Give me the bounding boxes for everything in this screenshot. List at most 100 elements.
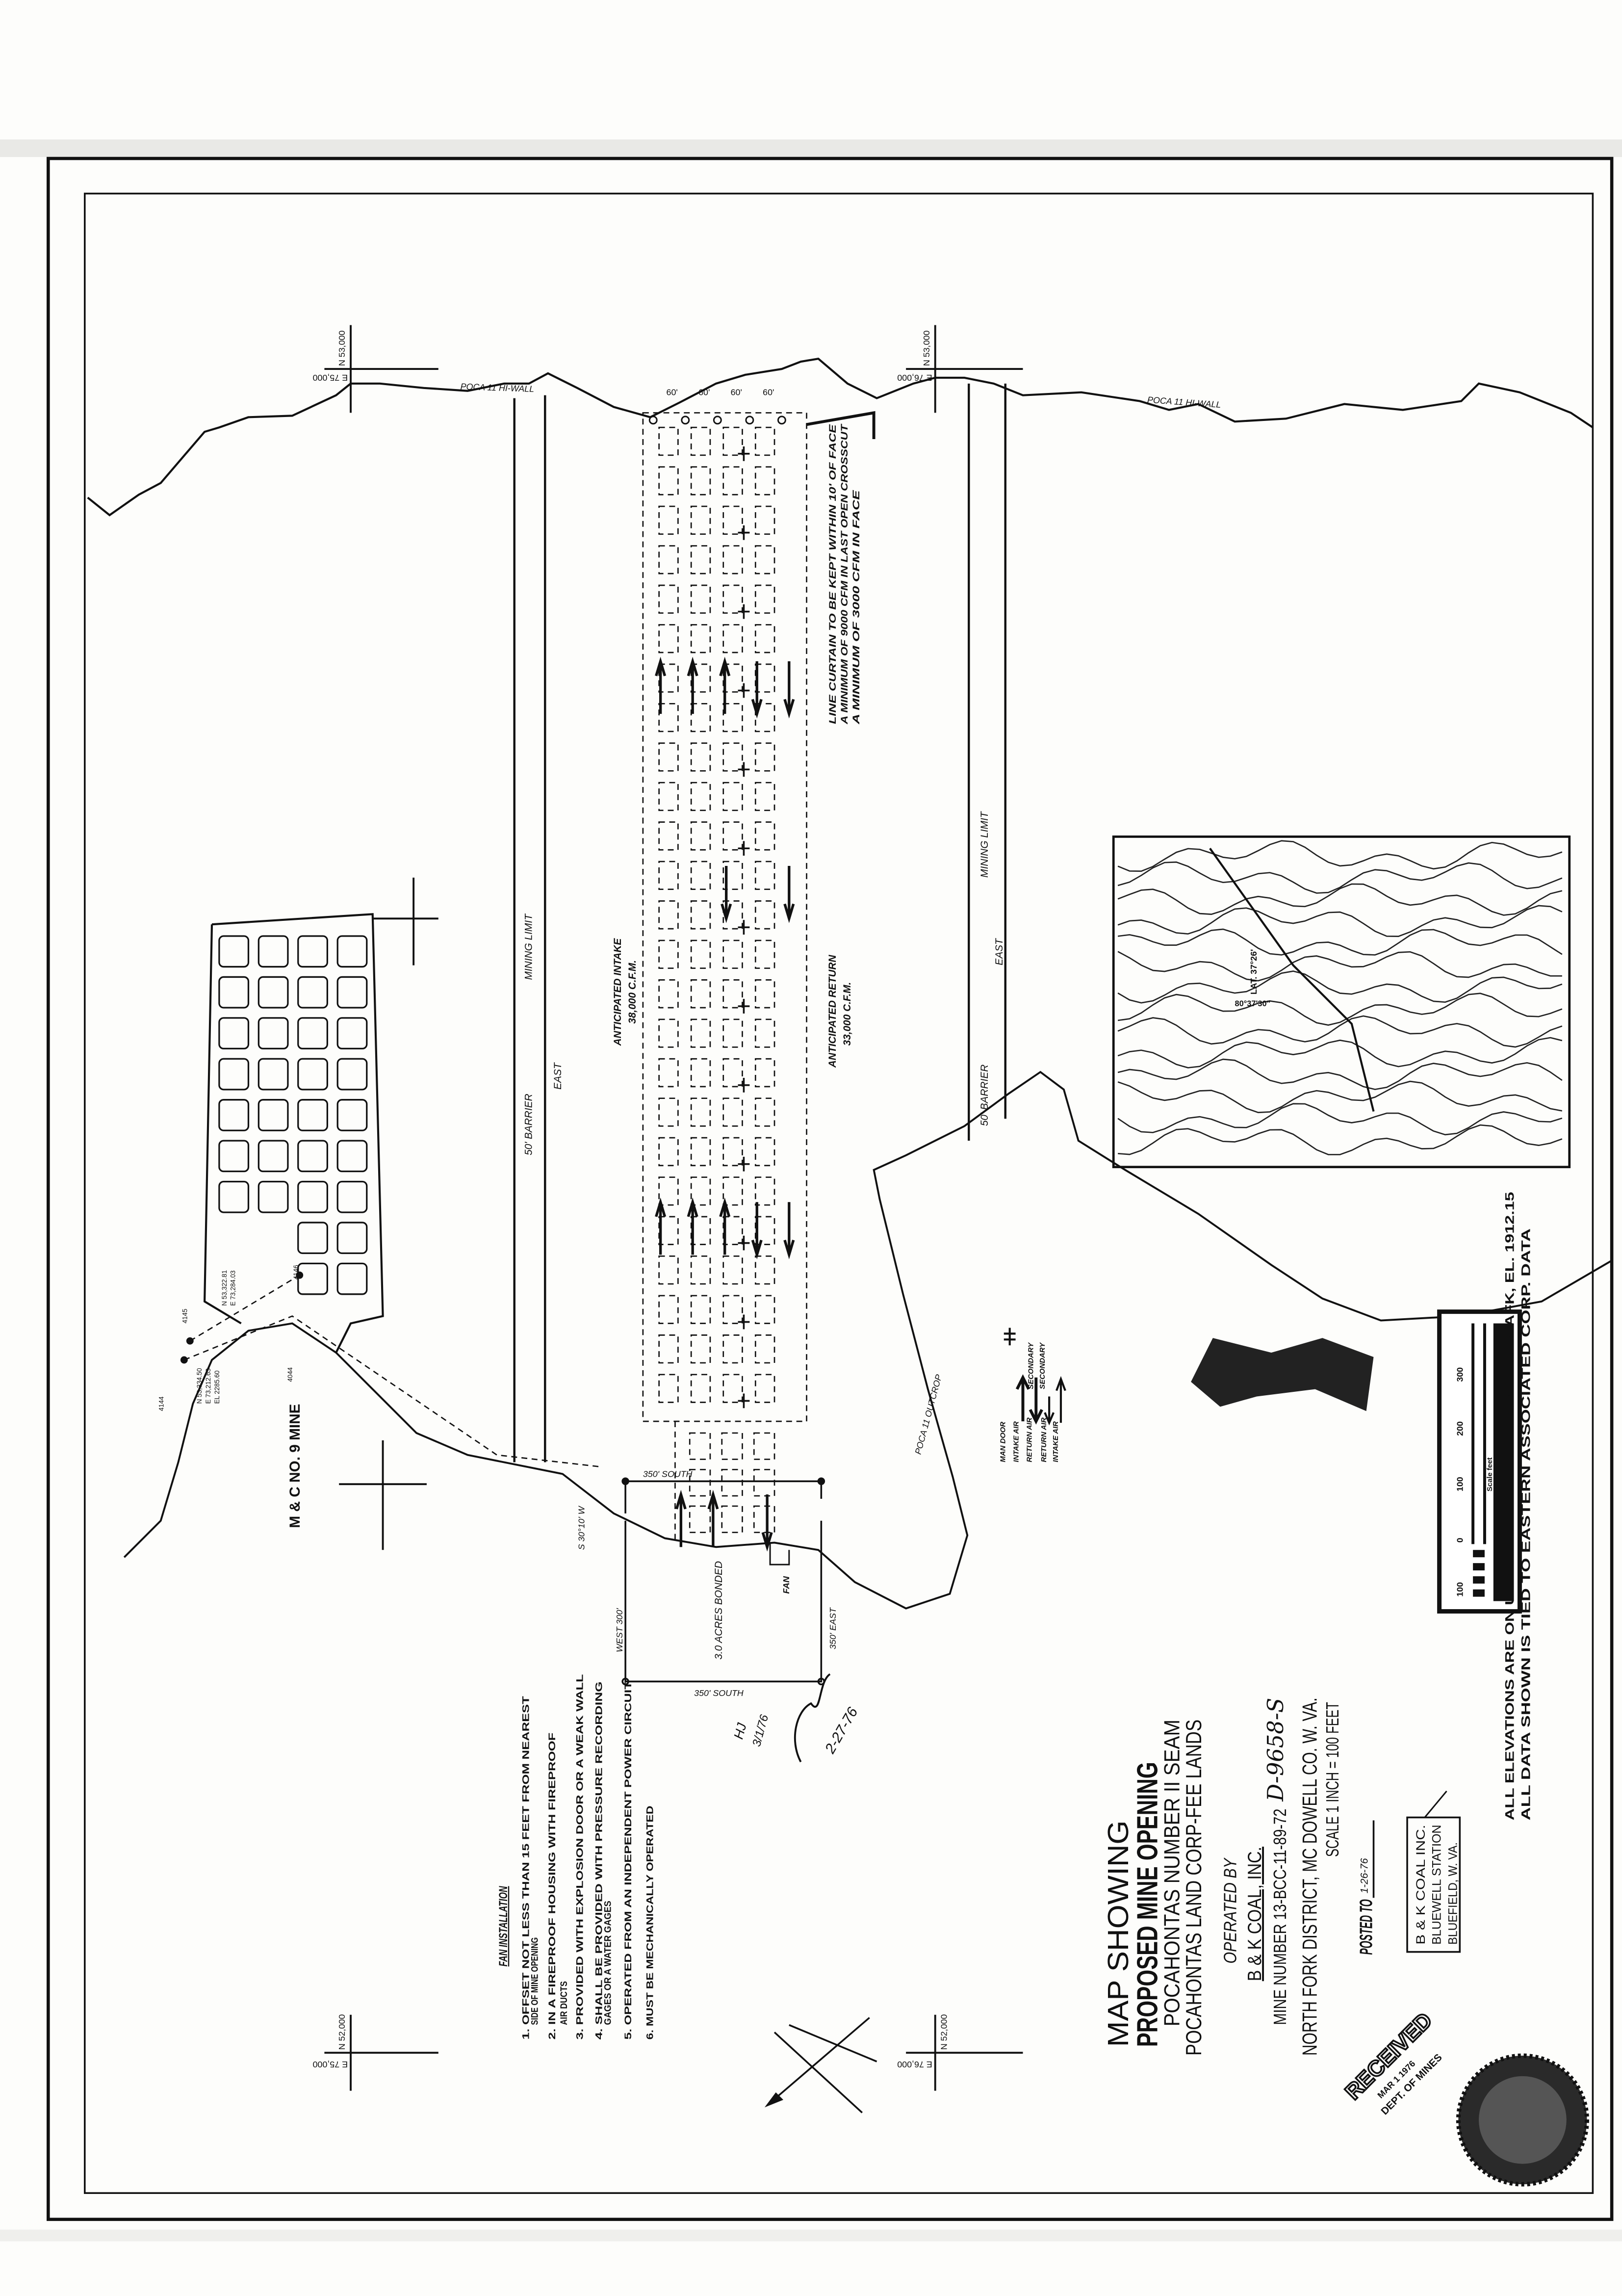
old-pillar bbox=[336, 935, 368, 968]
pillar bbox=[754, 782, 775, 811]
outer-border bbox=[47, 157, 1614, 2221]
pillar bbox=[658, 466, 679, 496]
svg-text:INTAKE AIR: INTAKE AIR bbox=[1052, 1421, 1060, 1462]
pillar bbox=[754, 1295, 775, 1324]
operated-by-label: OPERATED BY bbox=[1220, 1857, 1240, 1963]
airflow-arrow-icon bbox=[719, 1197, 731, 1255]
contour-line bbox=[1117, 1058, 1563, 1090]
scale-check bbox=[1473, 1576, 1485, 1584]
pillar bbox=[754, 1018, 775, 1048]
svg-text:100: 100 bbox=[1455, 1477, 1465, 1491]
scale-check bbox=[1473, 1563, 1485, 1571]
stopping-icon bbox=[738, 762, 750, 777]
svg-text:EL 2285.60: EL 2285.60 bbox=[213, 1370, 221, 1404]
pillar bbox=[722, 939, 743, 969]
signature-scribble bbox=[794, 1673, 831, 1763]
pillar bbox=[754, 1334, 775, 1364]
file-number: D-9658-S bbox=[1263, 1698, 1288, 1802]
proposed-mine-workings bbox=[642, 412, 807, 1552]
old-pillar bbox=[218, 1058, 250, 1091]
fan-note-line: GAGES OR A WATER GAGES bbox=[602, 1901, 613, 2025]
return-label: ANTICIPATED RETURN bbox=[827, 955, 838, 1069]
old-pillar bbox=[257, 976, 289, 1009]
old-pillar bbox=[297, 976, 328, 1009]
pillar bbox=[689, 1505, 711, 1533]
outcrop-label: POCA 11 OUTCROP bbox=[913, 1373, 944, 1455]
airflow-arrow-icon bbox=[721, 865, 732, 923]
old-pillar bbox=[297, 1222, 328, 1254]
svg-text:Scale feet: Scale feet bbox=[1486, 1458, 1494, 1492]
pillar bbox=[690, 1216, 711, 1245]
scale-bar: 100 0 100 200 300 Scale feet bbox=[1437, 1309, 1522, 1614]
airflow-arrow-icon bbox=[655, 656, 667, 714]
pillar bbox=[753, 1432, 775, 1460]
airflow-arrow-icon bbox=[751, 661, 763, 719]
pillar bbox=[754, 426, 775, 456]
pillar bbox=[658, 939, 679, 969]
pillar bbox=[754, 939, 775, 969]
address-box bbox=[1406, 1816, 1461, 1953]
pillar bbox=[690, 584, 711, 614]
svg-text:0: 0 bbox=[1455, 1538, 1465, 1542]
bond-bottom-label: 350' SOUTH bbox=[694, 1688, 744, 1698]
pillar bbox=[658, 900, 679, 930]
pillar bbox=[690, 663, 711, 693]
old-pillar bbox=[336, 1262, 368, 1295]
pillar bbox=[754, 1137, 775, 1167]
svg-text:ALL DATA SHOWN IS TIED TO EAST: ALL DATA SHOWN IS TIED TO EASTERN ASSOCI… bbox=[1519, 1228, 1533, 1821]
fan-note-line: 4. SHALL BE PROVIDED WITH PRESSURE RECOR… bbox=[593, 1681, 604, 2039]
intake-label: ANTICIPATED INTAKE bbox=[612, 938, 623, 1046]
pillar bbox=[754, 505, 775, 535]
pillar bbox=[722, 663, 743, 693]
svg-text:LINE CURTAIN TO BE KEPT WITHIN: LINE CURTAIN TO BE KEPT WITHIN 10' OF FA… bbox=[827, 424, 838, 724]
pillar bbox=[690, 979, 711, 1009]
pillar bbox=[754, 466, 775, 496]
location-inset-map: LAT. 37°26' 80°37'30" bbox=[1112, 835, 1571, 1169]
workings-boundary bbox=[642, 412, 807, 1422]
pillar bbox=[658, 1334, 679, 1364]
face-width: 60' bbox=[698, 388, 710, 397]
contour-line bbox=[1117, 992, 1563, 1026]
pillar bbox=[722, 1216, 743, 1245]
svg-text:E 73,284.03: E 73,284.03 bbox=[230, 1271, 237, 1306]
fan-note-line: 6. MUST BE MECHANICALLY OPERATED bbox=[645, 1806, 656, 2040]
fan-note-line: AIR DUCTS bbox=[559, 1981, 569, 2025]
svg-text:4145: 4145 bbox=[181, 1309, 188, 1324]
bond-acres-label: 3.0 ACRES BONDED bbox=[713, 1561, 724, 1660]
pillar bbox=[722, 466, 743, 496]
pillar bbox=[753, 1469, 775, 1497]
pillar bbox=[754, 1255, 775, 1285]
old-pillar bbox=[297, 1058, 328, 1091]
pillar bbox=[722, 782, 743, 811]
pillar bbox=[689, 1432, 711, 1460]
pillar bbox=[690, 1058, 711, 1088]
barrier-label: 50' BARRIER bbox=[979, 1065, 990, 1126]
old-pillar bbox=[297, 1140, 328, 1173]
address-line: BLUEWELL STATION bbox=[1430, 1825, 1444, 1944]
ventilation-legend: MAN DOOR INTAKE AIR RETURN AIR RETURN AI… bbox=[1000, 1328, 1066, 1462]
leader-line bbox=[806, 411, 875, 440]
address-line: BLUEFIELD, W. VA. bbox=[1446, 1842, 1460, 1945]
old-pillar bbox=[218, 1017, 250, 1050]
pillar bbox=[690, 939, 711, 969]
return-arrow-icon bbox=[1029, 1377, 1043, 1425]
scale-text: SCALE 1 INCH = 100 FEET bbox=[1323, 1702, 1342, 1857]
title-line-3: POCAHONTAS NUMBER II SEAM bbox=[1160, 1720, 1184, 2027]
pillar bbox=[722, 1255, 743, 1285]
airflow-arrow-icon bbox=[687, 1197, 698, 1255]
return-arrow-icon bbox=[1044, 1396, 1055, 1426]
pillar bbox=[722, 1018, 743, 1048]
pillar bbox=[690, 466, 711, 496]
old-pillar bbox=[336, 976, 368, 1009]
profile-sketch bbox=[1191, 1338, 1374, 1411]
airflow-arrow-icon bbox=[761, 1494, 773, 1552]
svg-text:4144: 4144 bbox=[158, 1396, 165, 1411]
grid-label-n: N 52,000 bbox=[337, 2014, 347, 2050]
pillar bbox=[690, 1097, 711, 1127]
contour-line bbox=[1117, 1015, 1563, 1048]
pillar bbox=[754, 1216, 775, 1245]
face-marker bbox=[713, 416, 722, 425]
grid-label-n: N 52,000 bbox=[939, 2014, 949, 2050]
old-mine-name: M & C NO. 9 MINE bbox=[287, 1404, 303, 1528]
old-pillar bbox=[336, 1222, 368, 1254]
